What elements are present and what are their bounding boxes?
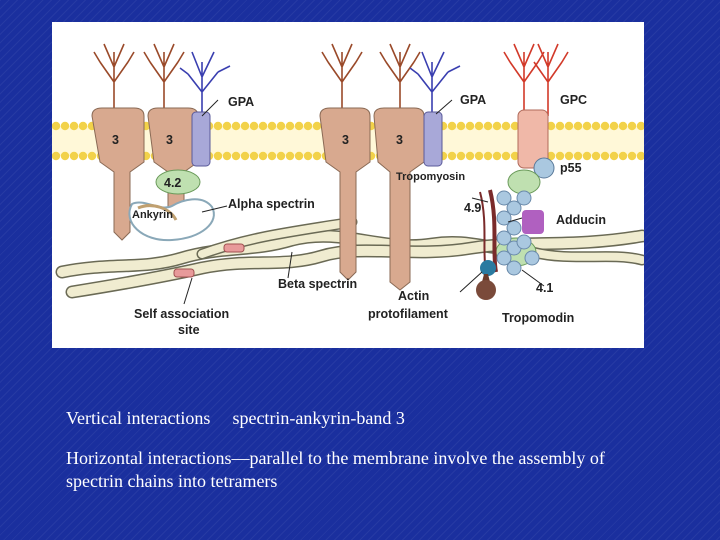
lipid-head	[457, 122, 465, 130]
label-band41: 4.1	[536, 281, 553, 295]
lipid-head	[79, 122, 87, 130]
lipid-head	[79, 152, 87, 160]
lipid-head	[70, 152, 78, 160]
label-protofilament: protofilament	[368, 307, 449, 321]
label-band42: 4.2	[164, 176, 181, 190]
lipid-head	[214, 122, 222, 130]
lipid-head	[250, 122, 258, 130]
lipid-head	[70, 122, 78, 130]
lipid-head	[475, 152, 483, 160]
lipid-head	[556, 122, 564, 130]
lipid-head	[304, 122, 312, 130]
lipid-head	[583, 122, 591, 130]
lipid-head	[241, 122, 249, 130]
junctional-complex	[476, 158, 554, 300]
lipid-head	[583, 152, 591, 160]
lipid-head	[565, 152, 573, 160]
caption-vertical: Vertical interactions spectrin-ankyrin-ba…	[66, 407, 405, 430]
lipid-head	[223, 152, 231, 160]
lipid-head	[61, 122, 69, 130]
lipid-head	[61, 152, 69, 160]
lipid-head	[259, 122, 267, 130]
lipid-head	[286, 122, 294, 130]
label-beta-spectrin: Beta spectrin	[278, 277, 357, 291]
lipid-head	[493, 152, 501, 160]
caption-vertical-label: Vertical interactions	[66, 408, 210, 428]
lipid-head	[457, 152, 465, 160]
lipid-head	[88, 152, 96, 160]
lipid-head	[574, 122, 582, 130]
label-gpc: GPC	[560, 93, 587, 107]
label-band3-c: 3	[342, 133, 349, 147]
glycan-chains	[94, 44, 568, 116]
label-band49: 4.9	[464, 201, 481, 215]
gpa-right	[424, 112, 442, 166]
label-gpa-right: GPA	[460, 93, 486, 107]
membrane-skeleton-diagram: GPA GPA GPC 3 3 3 3 4.2 Ankyrin Alpha sp…	[52, 22, 644, 348]
lipid-head	[277, 122, 285, 130]
lipid-head	[619, 152, 627, 160]
lipid-head	[295, 122, 303, 130]
label-adducin: Adducin	[556, 213, 606, 227]
actin-bead	[525, 251, 539, 265]
lipid-head	[574, 152, 582, 160]
lipid-head	[232, 122, 240, 130]
actin-bead	[507, 261, 521, 275]
lipid-head	[250, 152, 258, 160]
lipid-head	[502, 122, 510, 130]
lipid-head	[448, 122, 456, 130]
lipid-head	[592, 122, 600, 130]
lipid-head	[313, 152, 321, 160]
lipid-head	[556, 152, 564, 160]
label-ankyrin: Ankyrin	[132, 209, 173, 221]
label-alpha-spectrin: Alpha spectrin	[228, 197, 315, 211]
caption-vertical-detail: spectrin-ankyrin-band 3	[232, 408, 404, 428]
lipid-head	[52, 122, 60, 130]
label-band3-a: 3	[112, 133, 119, 147]
label-band3-b: 3	[166, 133, 173, 147]
lipid-head	[484, 122, 492, 130]
lipid-head	[628, 122, 636, 130]
lipid-head	[601, 152, 609, 160]
lipid-head	[466, 152, 474, 160]
label-site: site	[178, 323, 200, 337]
lipid-head	[592, 152, 600, 160]
lipid-head	[268, 152, 276, 160]
lipid-head	[259, 152, 267, 160]
label-p55: p55	[560, 161, 582, 175]
label-self-association: Self association	[134, 307, 229, 321]
lipid-head	[502, 152, 510, 160]
gpa-left	[192, 112, 210, 166]
lipid-head	[619, 122, 627, 130]
lipid-head	[223, 122, 231, 130]
label-tropomodin: Tropomodin	[502, 311, 574, 325]
lipid-head	[466, 122, 474, 130]
label-gpa-left: GPA	[228, 95, 254, 109]
lipid-head	[628, 152, 636, 160]
lipid-head	[610, 122, 618, 130]
lipid-head	[295, 152, 303, 160]
lipid-head	[565, 122, 573, 130]
lipid-head	[313, 122, 321, 130]
lipid-head	[241, 152, 249, 160]
label-actin: Actin	[398, 289, 429, 303]
lipid-head	[214, 152, 222, 160]
lipid-head	[268, 122, 276, 130]
lipid-head	[232, 152, 240, 160]
lipid-head	[277, 152, 285, 160]
label-band3-d: 3	[396, 133, 403, 147]
lipid-head	[610, 152, 618, 160]
actin-bead	[517, 191, 531, 205]
lipid-head	[601, 122, 609, 130]
lipid-head	[484, 152, 492, 160]
lipid-head	[448, 152, 456, 160]
lipid-head	[475, 122, 483, 130]
lipid-head	[286, 152, 294, 160]
label-tropomyosin: Tropomyosin	[396, 171, 465, 183]
lipid-head	[52, 152, 60, 160]
actin-bead	[517, 235, 531, 249]
lipid-head	[304, 152, 312, 160]
lipid-head	[493, 122, 501, 130]
caption-horizontal: Horizontal interactions—parallel to the …	[66, 447, 666, 493]
